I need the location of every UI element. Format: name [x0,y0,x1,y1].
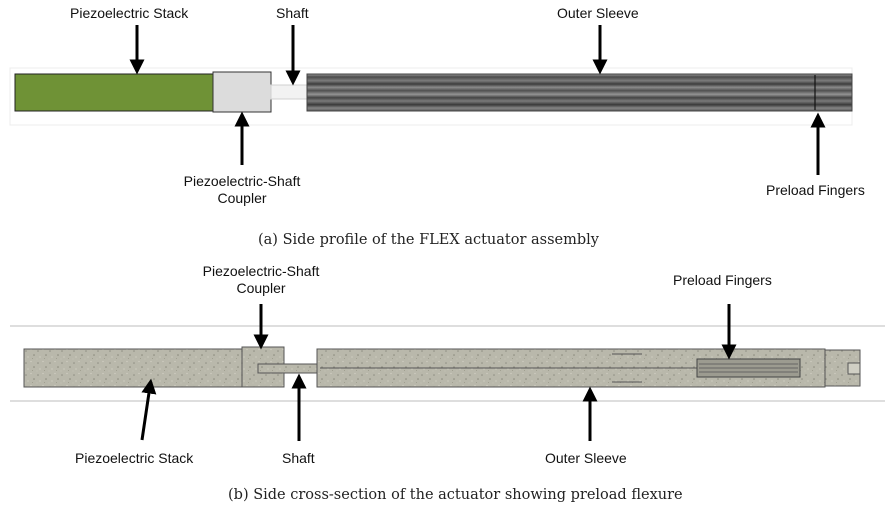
label-coupler-b-line1: Piezoelectric-Shaft [202,263,320,279]
label-shaft-b: Shaft [282,450,315,466]
end-cap-bore [847,362,861,375]
label-preload-fingers-b: Preload Fingers [673,272,772,288]
label-outer-sleeve-a: Outer Sleeve [557,5,639,21]
shaft-a [270,84,308,100]
label-coupler-a-line2: Coupler [217,190,267,206]
outer-sleeve-a [306,73,853,112]
caption-a: (a) Side profile of the FLEX actuator as… [258,232,599,248]
label-outer-sleeve-b: Outer Sleeve [545,450,627,466]
shaft-b [257,363,319,374]
caption-b: (b) Side cross-section of the actuator s… [228,487,683,503]
coupler-a [212,71,272,113]
label-coupler-b: Piezoelectric-Shaft Coupler [191,263,331,297]
label-piezo-stack-a: Piezoelectric Stack [70,5,189,21]
label-piezo-stack-b: Piezoelectric Stack [75,450,194,466]
label-coupler-a-line1: Piezoelectric-Shaft [183,173,301,189]
arrow-piezo-stack-b [140,378,157,441]
label-shaft-a: Shaft [276,5,309,21]
label-coupler-a: Piezoelectric-Shaft Coupler [172,173,312,207]
piezo-stack-b [23,348,243,388]
piezo-stack-a [14,73,214,112]
label-coupler-b-line2: Coupler [236,280,286,296]
label-preload-fingers-a: Preload Fingers [766,182,865,198]
